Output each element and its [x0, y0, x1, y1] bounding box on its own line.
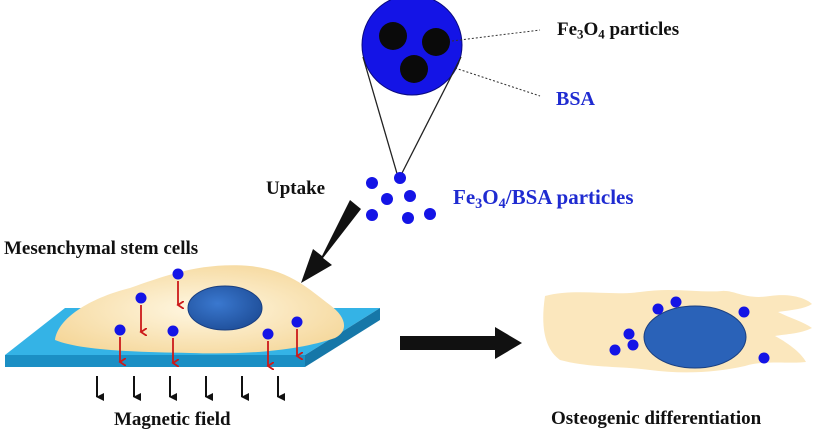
composite-particle — [404, 190, 416, 202]
magnetic-field-arrows — [96, 376, 285, 401]
leader-line-bsa — [454, 67, 541, 97]
composite-particle — [424, 208, 436, 220]
composite-particle — [366, 209, 378, 221]
composite-particle — [366, 177, 378, 189]
plate-side — [305, 308, 380, 367]
iron-core — [379, 22, 407, 50]
internalized-particle — [291, 316, 303, 328]
mesenchymal-label: Mesenchymal stem cells — [4, 238, 199, 259]
internalized-particle — [670, 296, 682, 308]
leader-line-fe3o4 — [451, 29, 541, 42]
osteogenic-cell-nucleus — [643, 305, 747, 369]
fe3o4-label: Fe3O4 particles — [557, 19, 680, 42]
composite-particle — [381, 193, 393, 205]
internalized-particle — [114, 324, 126, 336]
internalized-particle — [609, 344, 621, 356]
internalized-particle — [262, 328, 274, 340]
differentiation-arrow — [400, 327, 522, 359]
uptake-arrow — [301, 200, 361, 283]
bsa-label: BSA — [556, 88, 595, 110]
osteogenic-cell-particles — [609, 296, 770, 364]
zoom-line-right — [399, 56, 462, 178]
internalized-particle — [167, 325, 179, 337]
internalized-particle — [172, 268, 184, 280]
composite-particles-label: Fe3O4/BSA particles — [453, 185, 634, 212]
internalized-particle — [135, 292, 147, 304]
plate-front — [5, 355, 305, 367]
iron-core — [400, 55, 428, 83]
magnetic-force-arrows — [114, 268, 303, 367]
iron-core — [422, 28, 450, 56]
magnified-particle — [361, 0, 463, 96]
magnetic-field-label: Magnetic field — [114, 409, 231, 430]
internalized-particle — [623, 328, 635, 340]
composite-particle — [402, 212, 414, 224]
uptake-label: Uptake — [266, 178, 326, 199]
internalized-particle — [738, 306, 750, 318]
stem-cell-nucleus — [187, 285, 263, 331]
osteogenic-label: Osteogenic differentiation — [551, 408, 762, 429]
internalized-particle — [627, 339, 639, 351]
composite-particle — [394, 172, 406, 184]
zoom-line-left — [362, 56, 399, 178]
internalized-particle — [652, 303, 664, 315]
particle-cluster — [366, 172, 436, 224]
internalized-particle — [758, 352, 770, 364]
